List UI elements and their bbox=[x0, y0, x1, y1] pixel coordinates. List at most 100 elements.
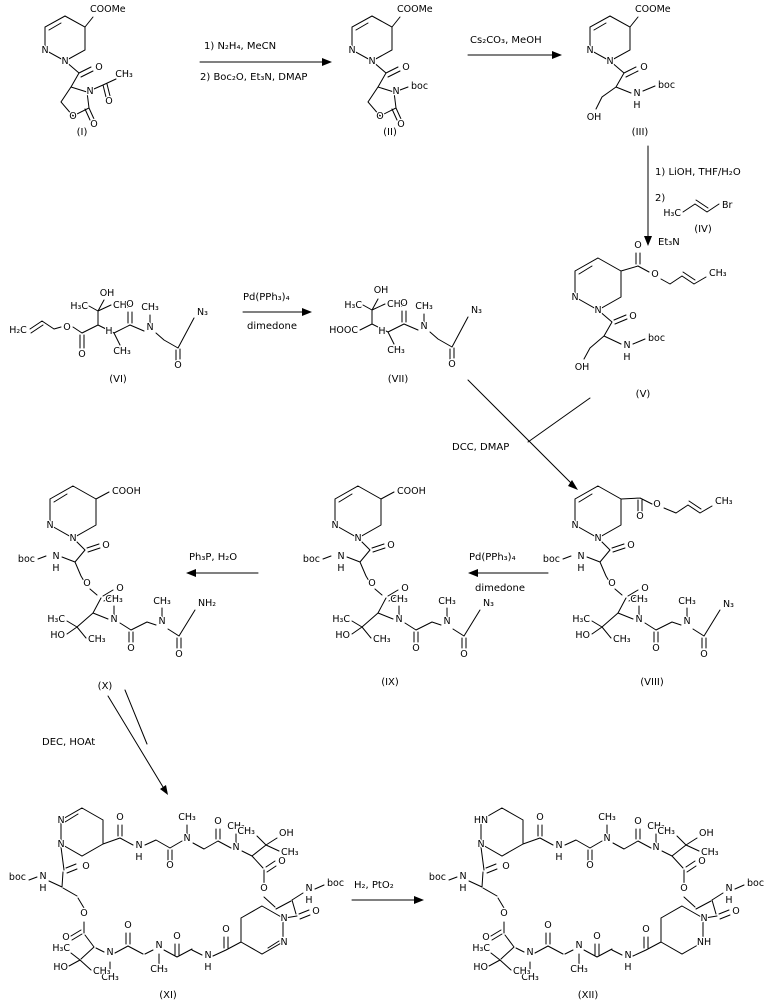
atom-o: O bbox=[173, 931, 180, 942]
atom-o: O bbox=[116, 583, 123, 594]
atom-o: O bbox=[222, 924, 229, 935]
atom-n: N bbox=[57, 815, 64, 826]
atom-ch3: CH₃ bbox=[387, 345, 405, 356]
atom-boc: boc bbox=[747, 878, 764, 889]
atom-cooh: COOH bbox=[112, 486, 141, 497]
compound-II: COOMe N N O N boc O O (II) bbox=[347, 3, 434, 140]
atom-n: N bbox=[106, 947, 113, 958]
atom-h3c: H₃C bbox=[472, 943, 490, 954]
atom-o: O bbox=[63, 322, 70, 333]
atom-ch3: CH₃ bbox=[153, 596, 171, 607]
atom-o: O bbox=[80, 908, 87, 919]
atom-h3c: H₃C bbox=[52, 943, 70, 954]
atom-o: O bbox=[634, 240, 641, 251]
atom-boc: boc bbox=[658, 80, 675, 91]
atom-o: O bbox=[651, 269, 658, 280]
atom-h3c: H₃C bbox=[70, 301, 88, 312]
atom-n: N bbox=[395, 614, 402, 625]
atom-boc: boc bbox=[411, 81, 428, 92]
atom-n: N bbox=[633, 88, 640, 99]
atom-ch3: CH₃ bbox=[281, 847, 299, 858]
atom-n: N bbox=[183, 833, 190, 844]
reaction-arrow-5: DCC, DMAP bbox=[451, 379, 591, 490]
compound-caption: (VII) bbox=[388, 374, 409, 385]
atom-h: H bbox=[105, 326, 112, 337]
compound-caption: (I) bbox=[77, 127, 88, 138]
atom-o: O bbox=[62, 932, 69, 943]
atom-o: O bbox=[166, 860, 173, 871]
atom-h3c: H₃C bbox=[572, 614, 590, 625]
atom-o: O bbox=[95, 62, 102, 73]
atom-ho: HO bbox=[53, 962, 68, 973]
atom-ch3: CH₃ bbox=[113, 300, 131, 311]
arrowhead bbox=[186, 569, 196, 577]
atom-o: O bbox=[90, 119, 97, 130]
atom-o: O bbox=[642, 924, 649, 935]
atom-ho: HO bbox=[50, 630, 65, 641]
atom-ch3: CH₃ bbox=[709, 268, 727, 279]
reagent-label: Pd(PPh₃)₄ bbox=[243, 292, 290, 303]
atom-boc: boc bbox=[429, 872, 446, 883]
atom-n3: N₃ bbox=[723, 599, 734, 610]
atom-o: O bbox=[78, 349, 85, 360]
reaction-arrow-1: 1) N₂H₄, MeCN 2) Boc₂O, Et₃N, DMAP bbox=[199, 40, 332, 84]
atom-h: H bbox=[39, 883, 46, 894]
atom-o: O bbox=[640, 62, 647, 73]
atom-n: N bbox=[57, 839, 64, 850]
compound-VI: H₂C O O OH H₃C CH₃ H CH₃ O CH₃ N O N₃ (V… bbox=[8, 287, 209, 387]
atom-boc: boc bbox=[543, 554, 560, 565]
bonds bbox=[448, 807, 745, 973]
bonds bbox=[322, 485, 481, 649]
atom-o: O bbox=[460, 649, 467, 660]
bonds bbox=[29, 299, 195, 361]
atom-h3c: H₃C bbox=[663, 208, 681, 219]
atom-oh: OH bbox=[587, 112, 602, 123]
atom-n: N bbox=[280, 913, 287, 924]
atom-o: O bbox=[536, 812, 543, 823]
atom-boc: boc bbox=[18, 554, 35, 565]
compound-caption: (IX) bbox=[381, 677, 399, 688]
compound-caption: (III) bbox=[632, 127, 649, 138]
atom-o: O bbox=[278, 856, 285, 867]
atom-n: N bbox=[555, 840, 562, 851]
atom-h: H bbox=[337, 563, 344, 574]
atom-cooh: COOH bbox=[397, 486, 426, 497]
atom-n: N bbox=[46, 520, 53, 531]
reagent-label: 1) LiOH, THF/H₂O bbox=[655, 167, 741, 178]
atom-n: N bbox=[280, 937, 287, 948]
atom-ch3: CH₃ bbox=[178, 812, 196, 823]
atom-ch3: CH₃ bbox=[570, 964, 588, 975]
atom-nh: NH bbox=[697, 937, 711, 948]
atom-o: O bbox=[586, 860, 593, 871]
atom-o: O bbox=[376, 111, 383, 122]
atom-hn: HN bbox=[474, 815, 488, 826]
compound-caption: (VIII) bbox=[640, 677, 664, 688]
bonds bbox=[359, 298, 469, 360]
atom-ch3: CH₃ bbox=[387, 299, 405, 310]
atom-o: O bbox=[387, 540, 394, 551]
atom-n: N bbox=[61, 56, 68, 67]
reaction-arrow-9: H₂, PtO₂ bbox=[351, 879, 424, 904]
arrowhead bbox=[414, 896, 424, 904]
bonds bbox=[44, 15, 117, 121]
atom-n: N bbox=[86, 86, 93, 97]
atom-coome: COOMe bbox=[90, 4, 126, 15]
atom-n: N bbox=[577, 551, 584, 562]
atom-n: N bbox=[575, 940, 582, 951]
atom-ch3: CH₃ bbox=[237, 826, 255, 837]
bonds bbox=[682, 199, 720, 213]
atom-o: O bbox=[680, 883, 687, 894]
atom-h: H bbox=[52, 563, 59, 574]
atom-oh: OH bbox=[374, 285, 389, 296]
atom-ch3: CH₃ bbox=[613, 634, 631, 645]
atom-n: N bbox=[392, 86, 399, 97]
atom-ch3: CH₃ bbox=[513, 966, 531, 977]
atom-nh2: NH₂ bbox=[198, 598, 216, 609]
atom-n: N bbox=[443, 616, 450, 627]
atom-o: O bbox=[608, 578, 615, 589]
atom-n: N bbox=[725, 883, 732, 894]
atom-o: O bbox=[412, 643, 419, 654]
atom-ch3: CH₃ bbox=[701, 847, 719, 858]
compound-III: COOMe N N O OH N H boc (III) bbox=[585, 3, 676, 140]
atom-oh: OH bbox=[100, 288, 115, 299]
